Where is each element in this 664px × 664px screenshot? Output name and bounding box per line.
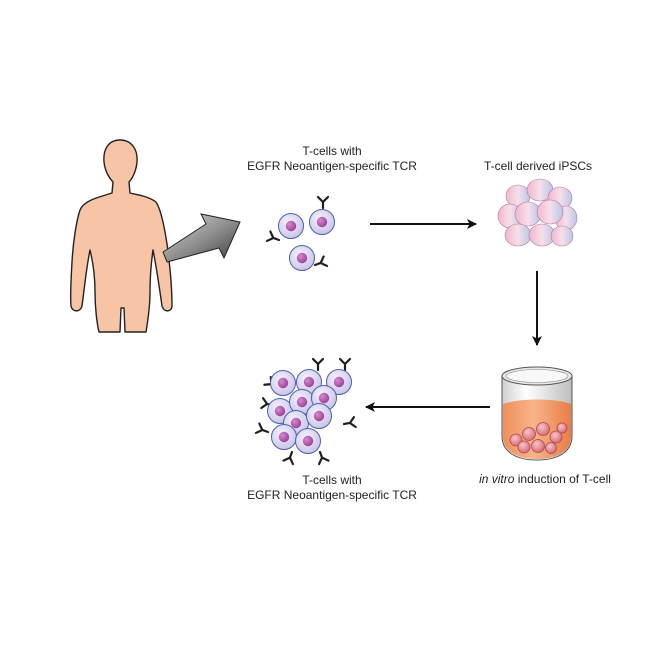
t-cell-icon	[271, 424, 297, 450]
t-cell-cluster-bottom	[254, 357, 357, 466]
receptor-icon	[254, 422, 271, 438]
t-cell-icon	[309, 209, 335, 235]
tcells-top-line2: EGFR Neoantigen-specific TCR	[247, 159, 417, 173]
receptor-icon	[342, 416, 357, 431]
receptor-icon	[338, 357, 352, 372]
culture-tube-icon	[501, 366, 573, 461]
t-cell-icon	[278, 213, 304, 239]
induction-rest: induction of T-cell	[514, 472, 611, 486]
induction-label: in vitro induction of T-cell	[479, 472, 611, 487]
ipsc-cluster-icon	[497, 178, 578, 247]
t-cell-icon	[289, 245, 315, 271]
t-cell-icon	[306, 403, 332, 429]
receptor-icon	[282, 449, 298, 466]
receptor-icon	[311, 357, 325, 372]
t-cell-icon	[295, 428, 321, 454]
receptor-icon	[316, 195, 330, 210]
tcells-bottom-label: T-cells with EGFR Neoantigen-specific TC…	[247, 473, 417, 503]
receptor-icon	[312, 255, 329, 271]
receptor-icon	[265, 230, 282, 246]
t-cell-group-top	[265, 195, 335, 271]
induction-italic: in vitro	[479, 472, 515, 486]
block-arrow-icon	[162, 213, 241, 263]
tcells-top-line1: T-cells with	[302, 144, 362, 158]
ipsc-label: T-cell derived iPSCs	[483, 159, 593, 173]
tcells-bottom-line1: T-cells with	[302, 473, 362, 487]
human-body-icon	[69, 139, 173, 333]
tcells-bottom-line2: EGFR Neoantigen-specific TCR	[247, 488, 417, 502]
receptor-icon	[314, 449, 330, 466]
t-cell-icon	[270, 370, 296, 396]
tcells-top-label: T-cells with EGFR Neoantigen-specific TC…	[247, 144, 417, 174]
